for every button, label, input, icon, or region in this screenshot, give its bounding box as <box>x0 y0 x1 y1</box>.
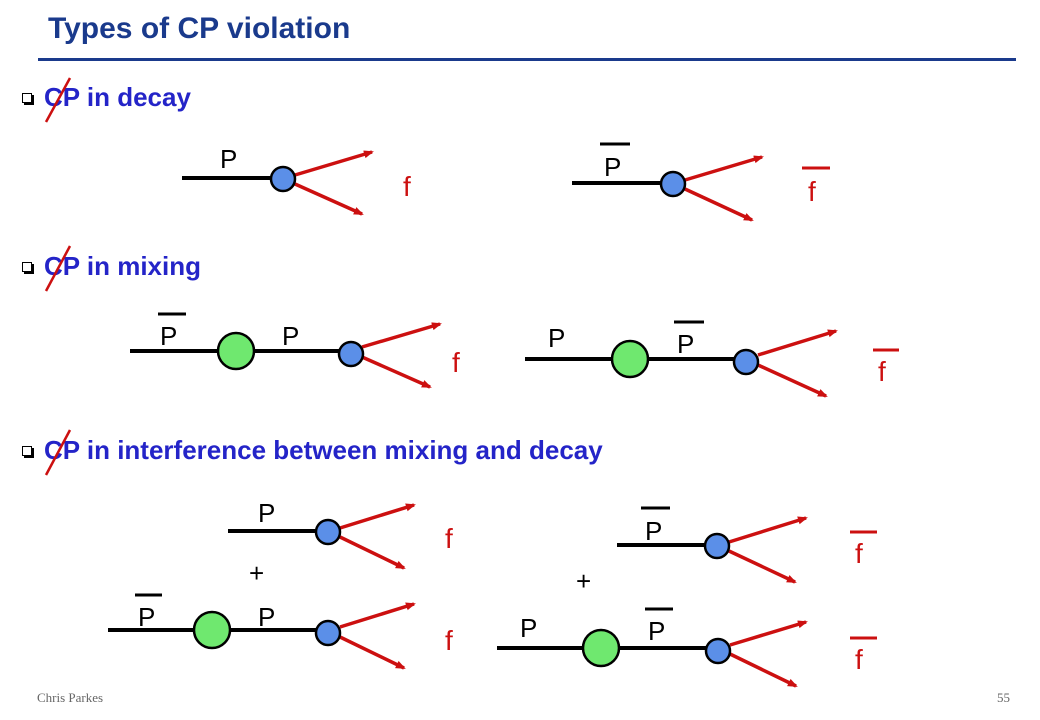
bullet-label: CP in mixing <box>44 251 201 281</box>
bullet-cp-in-decay: CP in decay <box>22 82 191 113</box>
final-state-label-fbar: f <box>855 644 863 675</box>
interference-right-mixing: P P f <box>497 607 877 688</box>
bullet-cp-in-interference: CP in interference between mixing and de… <box>22 435 603 466</box>
mixing-blob-icon <box>192 610 232 650</box>
mixing-blob-icon <box>581 628 621 668</box>
bullet-marker-icon <box>22 445 32 456</box>
particle-label-p: P <box>258 602 275 632</box>
mixing-diagram-left: P P f <box>130 312 460 389</box>
mixing-blob-icon <box>216 331 256 371</box>
final-state-label-f: f <box>445 523 453 554</box>
decay-diagram-right: P f <box>572 142 830 222</box>
particle-label-pbar: P <box>604 152 621 182</box>
particle-label-p: P <box>520 613 537 643</box>
final-state-label-f: f <box>403 171 411 202</box>
decay-vertex-icon <box>703 532 731 560</box>
particle-label-pbar: P <box>677 329 694 359</box>
particle-label-p: P <box>258 498 275 528</box>
decay-vertex-icon <box>732 348 760 376</box>
decay-vertex-icon <box>337 340 365 368</box>
decay-vertex-icon <box>314 518 342 546</box>
decay-diagram-left: P f <box>182 144 411 216</box>
particle-label-p: P <box>282 321 299 351</box>
decay-vertex-icon <box>314 619 342 647</box>
strike-cp-interference <box>44 429 72 476</box>
particle-label-pbar: P <box>645 516 662 546</box>
particle-label-p: P <box>548 323 565 353</box>
interference-left-decay: P f <box>228 498 453 570</box>
final-state-label-fbar: f <box>855 538 863 569</box>
strike-cp-decay <box>44 77 72 123</box>
decay-vertex-icon <box>704 637 732 665</box>
plus-sign: + <box>249 558 264 588</box>
interference-left-mixing: P P f <box>108 593 453 670</box>
plus-sign: + <box>576 566 591 596</box>
bullet-label: CP in decay <box>44 82 191 112</box>
decay-vertex-icon <box>269 165 297 193</box>
decay-vertex-icon <box>659 170 687 198</box>
interference-right-decay: P f <box>617 506 877 584</box>
strike-cp-mixing <box>44 245 72 292</box>
footer-page-number: 55 <box>997 690 1010 705</box>
final-state-label-fbar: f <box>808 176 816 207</box>
final-state-label-f: f <box>452 347 460 378</box>
footer-author: Chris Parkes <box>37 690 104 705</box>
title-underline <box>38 58 1016 61</box>
particle-label-pbar: P <box>160 321 177 351</box>
particle-label-p: P <box>220 144 237 174</box>
bullet-marker-icon <box>22 92 32 103</box>
particle-label-pbar: P <box>138 602 155 632</box>
bullet-marker-icon <box>22 261 32 272</box>
page-title: Types of CP violation <box>48 12 351 45</box>
mixing-blob-icon <box>610 339 650 379</box>
final-state-label-fbar: f <box>878 356 886 387</box>
bullet-cp-in-mixing: CP in mixing <box>22 251 201 282</box>
final-state-label-f: f <box>445 625 453 656</box>
bullet-label: CP in interference between mixing and de… <box>44 435 603 465</box>
particle-label-pbar: P <box>648 616 665 646</box>
mixing-diagram-right: P P f <box>525 320 899 398</box>
